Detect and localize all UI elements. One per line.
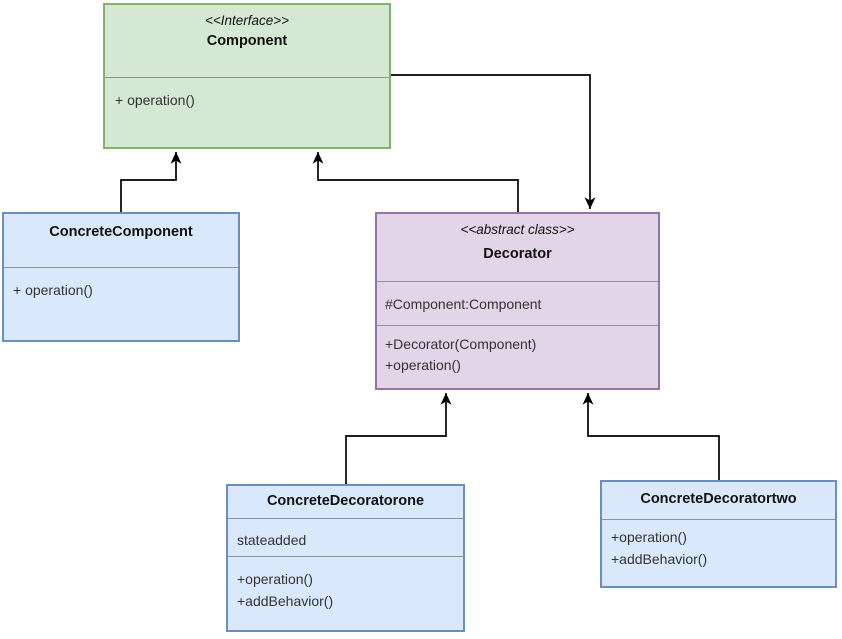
class-stereotype: <<abstract class>> xyxy=(460,222,575,237)
class-methods-section: + operation() xyxy=(4,267,238,340)
class-stereotype: <<Interface>> xyxy=(204,13,290,28)
class-header: ConcreteComponent xyxy=(4,214,238,267)
class-header: <<Interface>> Component xyxy=(105,5,389,77)
class-methods-section: +Decorator(Component) +operation() xyxy=(377,325,658,388)
edge-concretedecoratorone-extends-decorator xyxy=(345,393,452,484)
attribute-label: #Component:Component xyxy=(385,296,542,312)
class-attributes-section: #Component:Component xyxy=(377,281,658,325)
method-label: +addBehavior() xyxy=(237,593,334,609)
method-label: +Decorator(Component) xyxy=(385,336,537,352)
attribute-label: stateadded xyxy=(237,532,307,548)
class-box-component: <<Interface>> Component + operation() xyxy=(103,3,391,149)
method-label: + operation() xyxy=(115,92,195,108)
class-header: <<abstract class>> Decorator xyxy=(377,214,658,281)
class-methods-section: +operation() +addBehavior() xyxy=(228,556,463,630)
class-box-concretedecoratortwo: ConcreteDecoratortwo +operation() +addBe… xyxy=(600,480,837,588)
class-name: Component xyxy=(206,33,288,49)
edge-component-association-decorator xyxy=(391,74,596,209)
class-box-concretedecoratorone: ConcreteDecoratorone stateadded +operati… xyxy=(226,484,465,632)
class-box-concretecomponent: ConcreteComponent + operation() xyxy=(2,212,240,342)
edge-concretedecoratortwo-extends-decorator xyxy=(582,393,720,480)
edge-decorator-extends-component xyxy=(312,152,519,212)
class-name: ConcreteDecoratorone xyxy=(266,493,425,509)
class-methods-section: + operation() xyxy=(105,77,389,147)
method-label: +operation() xyxy=(385,357,461,373)
class-name: ConcreteDecoratortwo xyxy=(640,491,797,507)
class-name: Decorator xyxy=(483,246,552,262)
method-label: +operation() xyxy=(237,571,313,587)
class-header: ConcreteDecoratortwo xyxy=(602,482,835,519)
edge-concretecomponent-extends-component xyxy=(120,152,182,212)
class-methods-section: +operation() +addBehavior() xyxy=(602,519,835,586)
class-name: ConcreteComponent xyxy=(49,224,193,240)
class-box-decorator: <<abstract class>> Decorator #Component:… xyxy=(375,212,660,390)
method-label: +operation() xyxy=(611,529,687,545)
method-label: + operation() xyxy=(13,282,93,298)
method-label: +addBehavior() xyxy=(611,551,708,567)
class-attributes-section: stateadded xyxy=(228,518,463,556)
class-header: ConcreteDecoratorone xyxy=(228,486,463,518)
